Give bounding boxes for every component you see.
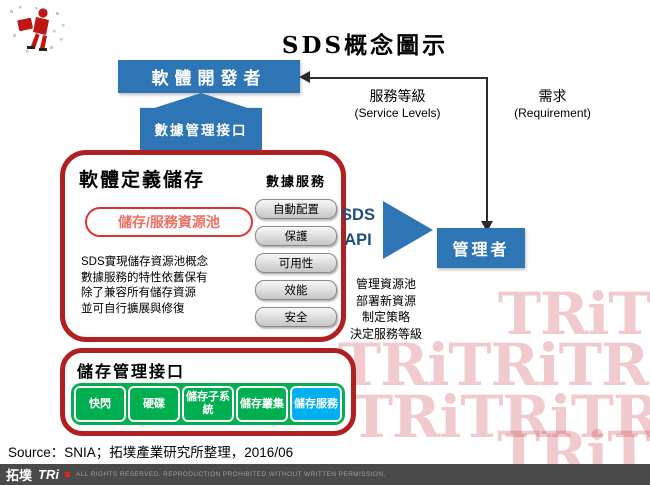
connector-vertical-line (486, 77, 488, 223)
storage-item-service: 儲存服務 (290, 386, 342, 422)
arrowhead-left-icon (299, 71, 310, 83)
storage-item-hdd: 硬碟 (128, 386, 180, 422)
sds-api-line2: API (344, 231, 372, 249)
service-chip-auto-provisioning: 自動配置 (255, 199, 337, 219)
storage-management-interface-box: 儲存管理接口 快閃 硬碟 儲存子系統 儲存叢集 儲存服務 (60, 348, 356, 436)
worker-clipart-icon (10, 6, 65, 53)
footer-rights-text: ALL RIGHTS RESERVED. REPRODUCTION PROHIB… (75, 471, 386, 478)
service-chip-performance: 效能 (255, 280, 337, 300)
sds-definition-box: 軟體定義儲存 儲存/服務資源池 SDS實現儲存資源池概念 數據服務的特性依舊保有… (60, 150, 346, 342)
watermark-text: TRiTRi (498, 280, 650, 348)
storage-items-panel: 快閃 硬碟 儲存子系統 儲存叢集 儲存服務 (71, 383, 345, 425)
service-levels-label: 服務等級 (Service Levels) (330, 88, 465, 121)
storage-box-title: 儲存管理接口 (77, 364, 186, 381)
node-software-developer: 軟體開發者 (118, 60, 300, 93)
requirement-zh: 需求 (538, 88, 567, 104)
footer-bar: 拓墣 TRi ALL RIGHTS RESERVED. REPRODUCTION… (0, 464, 650, 485)
watermark-text: TRiTRiTRiT (338, 331, 650, 399)
sds-api-arrow-icon (383, 201, 433, 259)
sds-description-line: SDS實現儲存資源池概念 (81, 256, 209, 268)
footer-logo-zh: 拓墣 (6, 468, 33, 483)
service-chip-protection: 保護 (255, 226, 337, 246)
data-services-header: 數據服務 (265, 174, 326, 189)
corner-clipart-image (6, 4, 68, 58)
sds-description-line: 數據服務的特性依舊保有 (81, 271, 208, 284)
watermark-text: TRiTRiTRiT (350, 383, 650, 451)
service-levels-en: (Service Levels) (354, 105, 441, 120)
connector-horizontal-line (309, 77, 487, 79)
page-title: SDS概念圖示 (281, 32, 449, 59)
manager-task: 部署新資源 (355, 293, 416, 308)
service-chip-availability: 可用性 (255, 253, 337, 273)
footer-logo-accent-icon (64, 472, 70, 477)
data-management-interface-label: 數據管理接口 (154, 122, 248, 138)
service-chip-security: 安全 (255, 307, 337, 327)
storage-item-cluster: 儲存叢集 (236, 386, 288, 422)
sds-box-title: 軟體定義儲存 (79, 170, 206, 191)
requirement-en: (Requirement) (514, 105, 591, 120)
sds-description-line: 除了兼容所有儲存資源 (81, 287, 196, 299)
footer-logo-tri: TRi (38, 467, 59, 482)
manager-task-list: 管理資源池 部署新資源 制定策略 決定服務等級 (334, 276, 438, 342)
source-citation: Source：SNIA；拓墣產業研究所整理，2016/06 (8, 445, 294, 460)
requirement-label: 需求 (Requirement) (495, 88, 610, 121)
sds-description: SDS實現儲存資源池概念 數據服務的特性依舊保有 除了兼容所有儲存資源 並可自行… (81, 255, 257, 317)
sds-api-line1: SDS (341, 206, 375, 224)
node-manager: 管理者 (437, 228, 525, 268)
manager-task: 制定策略 (361, 310, 410, 324)
data-management-interface-arrow: 數據管理接口 (140, 93, 262, 150)
storage-item-subsystem: 儲存子系統 (182, 386, 234, 422)
storage-service-pool-box: 儲存/服務資源池 (85, 207, 253, 237)
sds-api-label: SDS API (334, 203, 382, 253)
arrowhead-down-icon (481, 221, 493, 232)
storage-item-flash: 快閃 (74, 386, 126, 422)
service-levels-zh: 服務等級 (369, 88, 426, 104)
manager-task: 管理資源池 (355, 277, 416, 291)
manager-task: 決定服務等級 (349, 326, 422, 341)
sds-description-line: 並可自行擴展與修復 (81, 302, 185, 315)
